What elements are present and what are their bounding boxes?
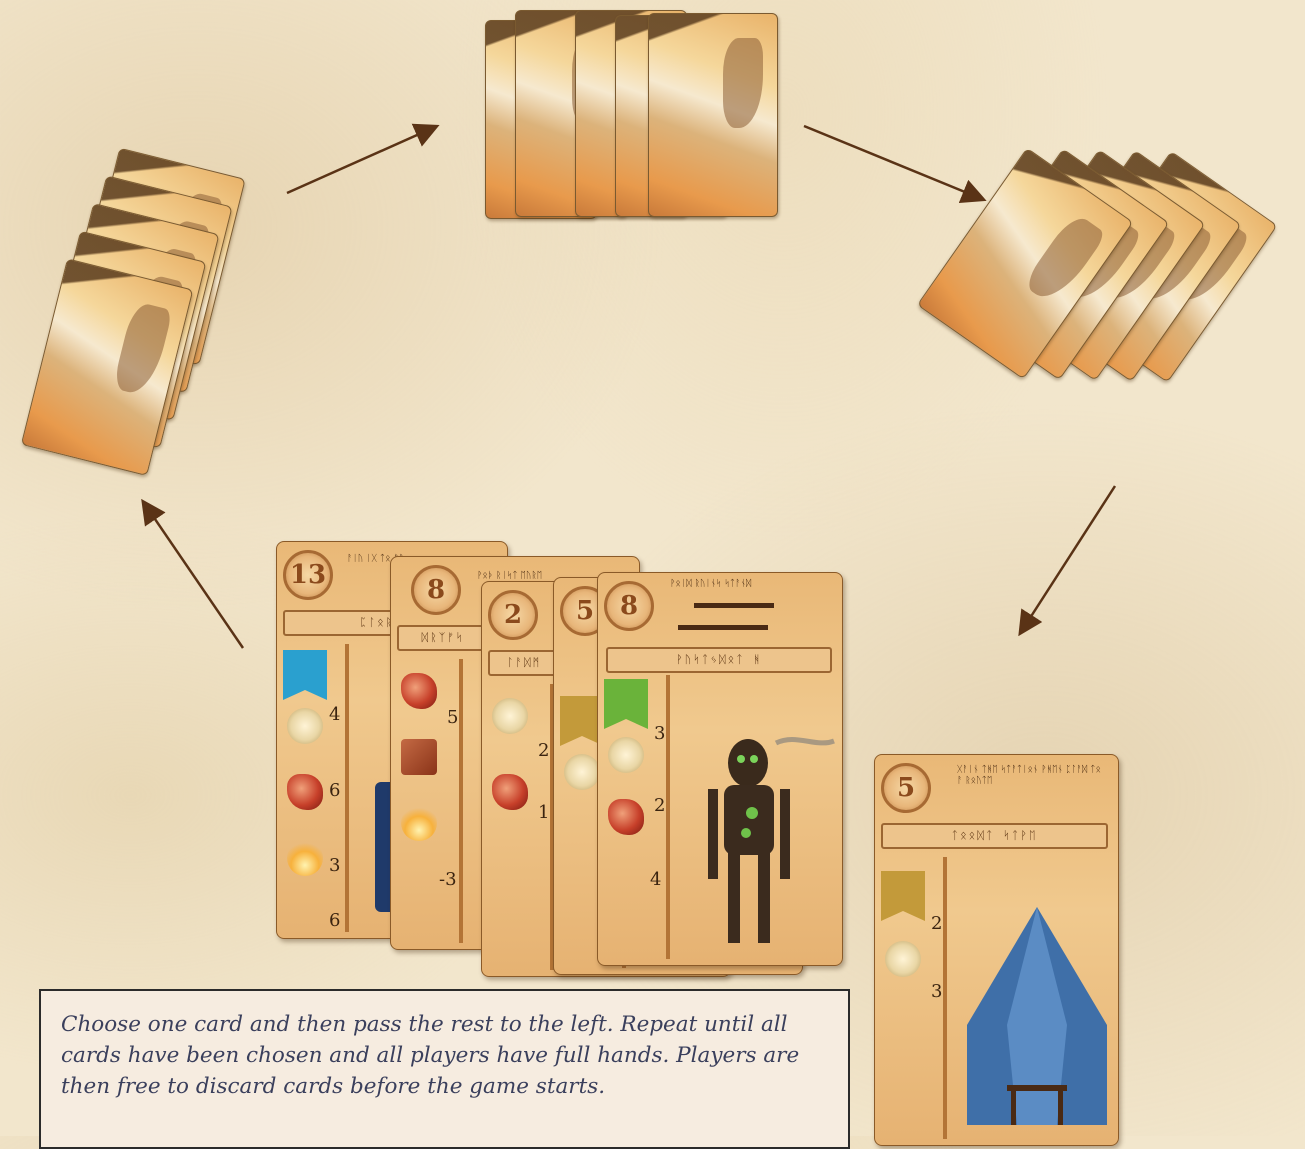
resource-column (604, 675, 670, 959)
ore-icon (492, 774, 528, 810)
arrow-top-to-right (804, 126, 982, 199)
fire-icon (287, 840, 323, 876)
resource-column (488, 684, 554, 970)
card-back (648, 13, 778, 217)
resource-number: 5 (447, 707, 458, 728)
card-effect-text: ᚹᛟᛁᛞ ᚱᚢᛁᚾᛋ ᛋᛏᚨᚾᛞ (670, 579, 840, 590)
resource-number: 1 (538, 802, 549, 823)
ore-icon (287, 774, 323, 810)
arrow-right-to-bottom (1021, 486, 1115, 632)
deck-top-player (485, 5, 785, 220)
gold-coin-icon (608, 737, 644, 773)
resource-number: 3 (329, 855, 340, 876)
gold-coin-icon (287, 708, 323, 744)
instructions-text: Choose one card and then pass the rest t… (61, 1012, 799, 1099)
book-icon (401, 739, 437, 775)
card-name: ᛞᚱᛉᚠᛋ (397, 625, 489, 651)
resource-column (397, 659, 463, 943)
resource-number: 3 (654, 723, 665, 744)
robot-illustration (686, 723, 836, 953)
instructions-caption: Choose one card and then pass the rest t… (39, 989, 850, 1149)
ribbon-icon (283, 650, 327, 700)
resource-number: 4 (329, 704, 340, 725)
arrow-bottom-to-left (144, 503, 243, 648)
cost-coin: 8 (604, 581, 654, 631)
resource-number: 4 (650, 869, 661, 890)
resource-number: -3 (439, 869, 457, 890)
tent-illustration (957, 895, 1117, 1125)
cost-coin: 13 (283, 550, 333, 600)
gold-coin-icon (492, 698, 528, 734)
deck-right-player (917, 77, 1305, 523)
resource-number: 6 (329, 910, 340, 931)
card-effect-text: ᚷᚨᛁᚾ ᛏᚻᛖ ᛋᛏᚨᛏᛁᛟᚾ ᚹᚻᛖᚾ ᛈᛚᚨᛞ ᛏᛟ ᚨ ᚱᛟᚢᛏᛖ (957, 765, 1107, 787)
chosen-card[interactable]: 5 ᚷᚨᛁᚾ ᛏᚻᛖ ᛋᛏᚨᛏᛁᛟᚾ ᚹᚻᛖᚾ ᛈᛚᚨᛞ ᛏᛟ ᚨ ᚱᛟᚢᛏᛖ … (874, 754, 1119, 1146)
resource-number: 6 (329, 780, 340, 801)
hand-card[interactable]: 8 ᚹᛟᛁᛞ ᚱᚢᛁᚾᛋ ᛋᛏᚨᚾᛞ ᚹᚢᛋᛏᛃᛞᛟᛏ ᚻ 3 2 4 (597, 572, 843, 966)
card-name: ᛚᚨᛞᛗ (488, 650, 560, 676)
cost-coin: 8 (411, 565, 461, 615)
card-name: ᛏᛟᛟᛞᛏ ᛋᛏᚹᛖ (881, 823, 1108, 849)
ribbon-icon (604, 679, 648, 729)
dagger-icon (678, 625, 768, 630)
dagger-icon (694, 603, 774, 608)
resource-number: 3 (931, 981, 942, 1002)
card-back (21, 258, 194, 476)
arrow-left-to-top (287, 127, 435, 193)
resource-number: 2 (654, 795, 665, 816)
gold-coin-icon (564, 754, 600, 790)
fire-icon (401, 805, 437, 841)
cost-coin: 2 (488, 590, 538, 640)
ore-icon (608, 799, 644, 835)
ore-icon (401, 673, 437, 709)
resource-number: 2 (538, 740, 549, 761)
resource-number: 2 (931, 913, 942, 934)
ribbon-icon (881, 871, 925, 921)
cost-coin: 5 (881, 763, 931, 813)
card-name: ᚹᚢᛋᛏᛃᛞᛟᛏ ᚻ (606, 647, 832, 673)
deck-left-player (0, 123, 316, 506)
gold-coin-icon (885, 941, 921, 977)
